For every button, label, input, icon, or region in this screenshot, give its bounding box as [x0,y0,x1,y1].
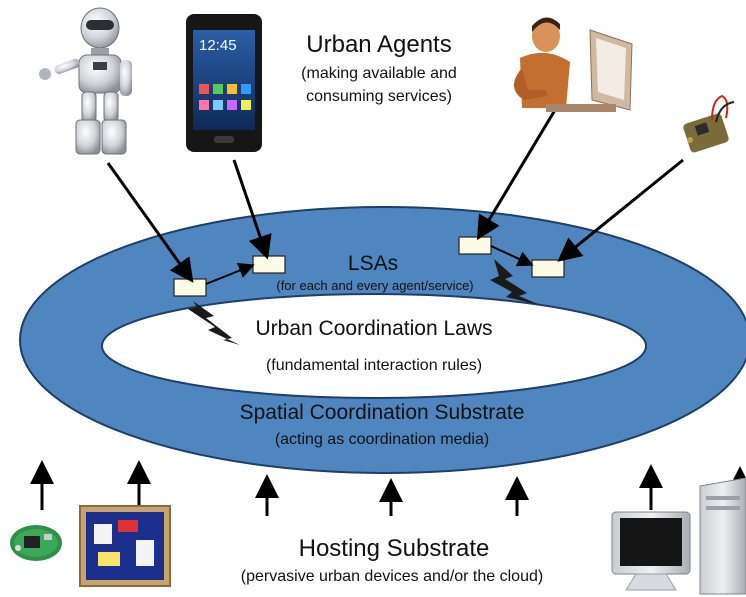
desktop-monitor-icon [611,511,691,591]
person-at-computer-icon [513,17,633,112]
agents-subtitle-line1: (making available and [301,65,457,82]
arrow-person-to-lsa [476,109,557,241]
lightning-bolt-right [490,259,540,305]
lsa-box-sensor [531,259,565,278]
sensor-board-icon [683,94,735,153]
smartphone-icon: 12:45 [186,14,262,152]
tower-computer-icon [699,477,746,595]
agents-title: Urban Agents [306,31,452,58]
robot-icon [39,7,132,155]
lightning-bolt-left [188,301,240,345]
arrow-robot-to-lsa [106,162,194,283]
lsas-title: LSAs [347,252,399,275]
lsa-box-robot [173,278,207,297]
hosting-title: Hosting Substrate [298,535,490,562]
arrow-sensor-to-lsa [557,158,684,262]
substrate-title: Spatial Coordination Substrate [239,401,525,424]
arrow-phone-to-lsa [232,159,272,260]
substrate-subtitle: (acting as coordination media) [274,431,490,448]
svg-text:12:45: 12:45 [199,37,237,54]
lsas-subtitle: (for each and every agent/service) [276,278,474,293]
lsa-link-left [205,263,255,285]
agents-subtitle-line2: consuming services) [306,88,452,105]
lsa-box-person [458,236,492,255]
lsa-link-right [490,245,534,267]
display-board-icon [79,505,171,587]
sensor-node-icon [10,525,62,561]
hosting-subtitle: (pervasive urban devices and/or the clou… [240,568,544,585]
lsa-box-phone [252,255,286,274]
laws-subtitle: (fundamental interaction rules) [265,357,483,374]
laws-title: Urban Coordination Laws [255,317,493,340]
